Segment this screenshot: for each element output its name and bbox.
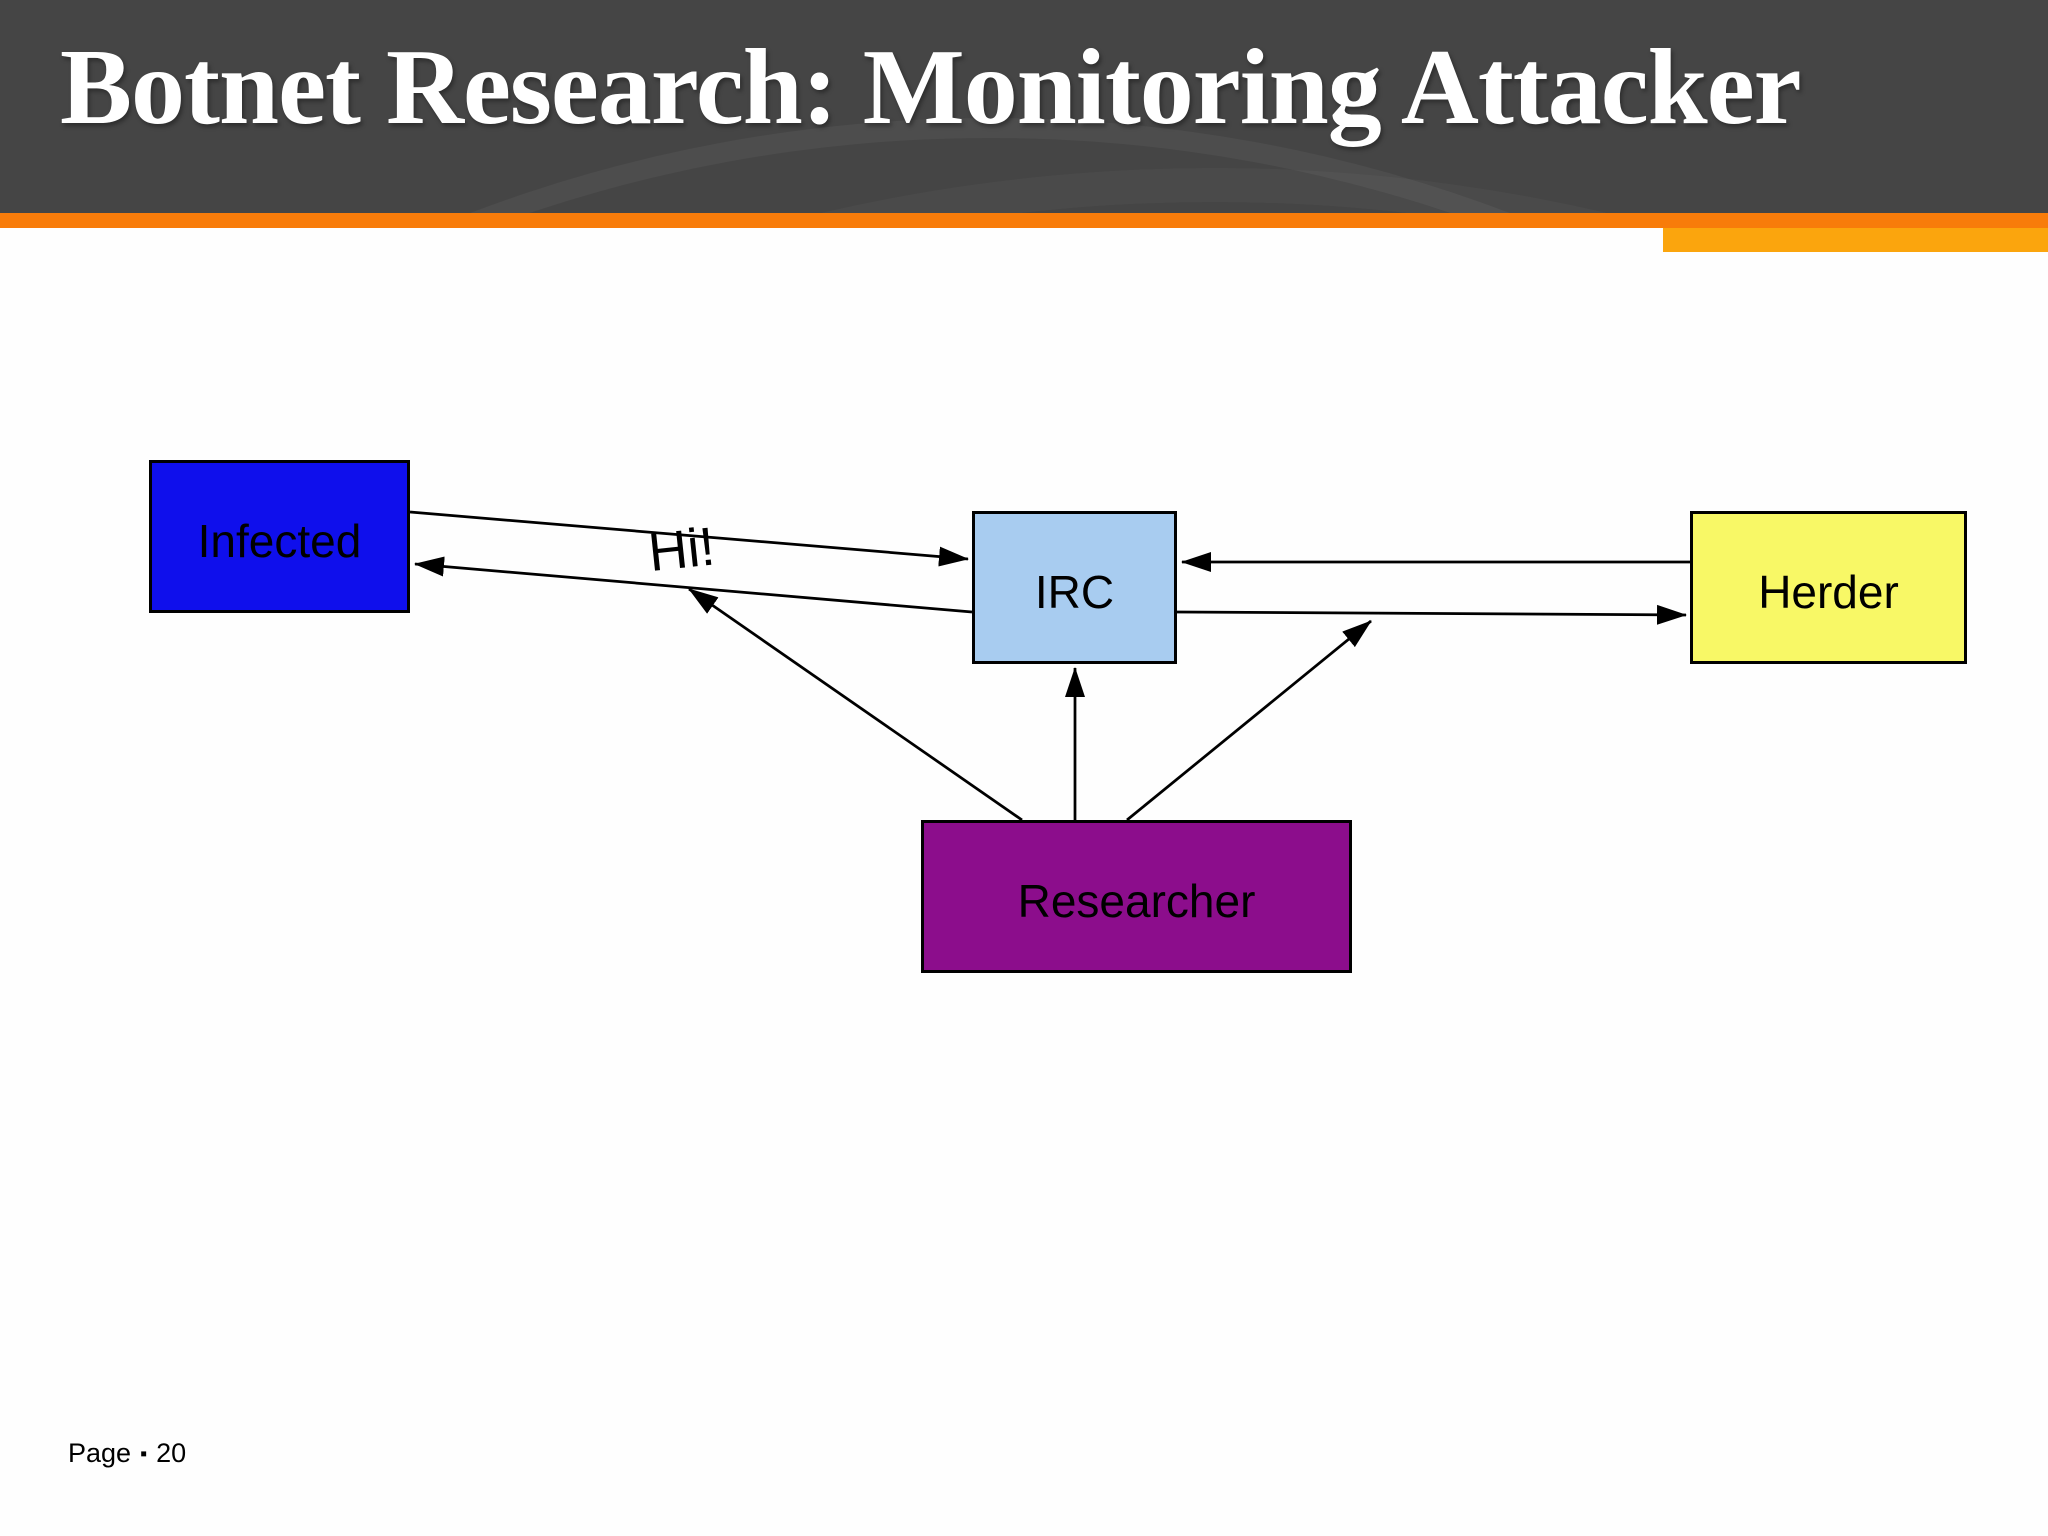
node-infected-label: Infected — [197, 514, 362, 567]
accent-bar-orange — [0, 213, 2048, 228]
node-irc: IRC — [972, 511, 1177, 664]
arrow-irc-to-infected — [414, 556, 973, 614]
arrow-infected-to-irc — [409, 510, 969, 567]
node-researcher-label: Researcher — [1017, 874, 1256, 927]
node-herder-label: Herder — [1758, 565, 1899, 618]
arrow-researcher-to-herder-channel — [1126, 619, 1372, 822]
slide-title: Botnet Research: Monitoring Attacker — [60, 28, 1802, 147]
footer-bullet-icon: ▪ — [140, 1442, 148, 1465]
node-herder: Herder — [1690, 511, 1967, 664]
node-irc-label: IRC — [1034, 565, 1115, 618]
footer-page-label: Page — [68, 1438, 132, 1468]
node-researcher: Researcher — [921, 820, 1352, 973]
message-label: Hi! — [645, 516, 718, 584]
arrow-irc-to-herder — [1176, 604, 1687, 625]
slide-footer: Page ▪ 20 — [68, 1438, 186, 1469]
slide-header: Botnet Research: Monitoring Attacker — [0, 0, 2048, 213]
node-infected: Infected — [149, 460, 410, 613]
arrow-researcher-to-infected-channel — [688, 587, 1023, 822]
accent-bar-amber — [1663, 228, 2048, 252]
footer-page-number: 20 — [156, 1438, 187, 1468]
